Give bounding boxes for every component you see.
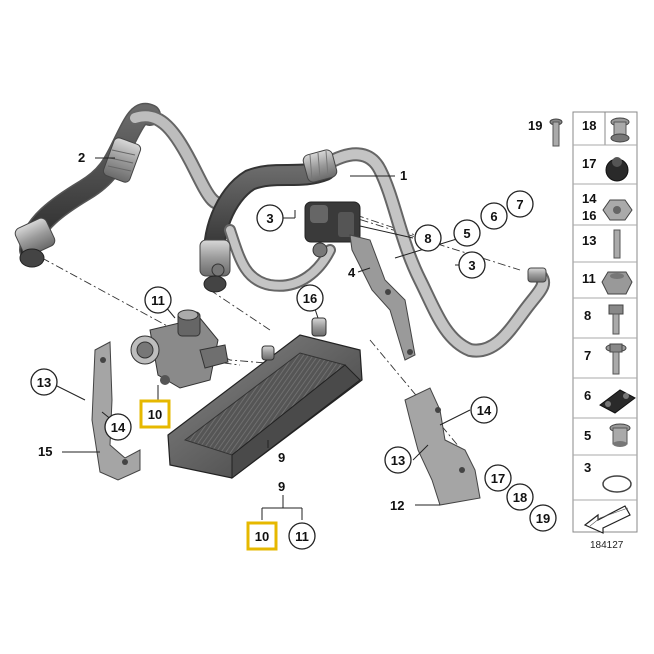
oil-cooler-9 [167, 317, 363, 480]
svg-text:13: 13 [391, 453, 405, 468]
svg-text:3: 3 [266, 211, 273, 226]
callout-17: 17 [484, 464, 512, 492]
highlight-box [246, 521, 278, 551]
svg-text:11: 11 [295, 529, 309, 544]
svg-text:14: 14 [477, 403, 492, 418]
svg-text:10: 10 [148, 407, 162, 422]
label-9-mid: 9 [278, 450, 285, 465]
bracket-12 [404, 387, 481, 506]
side-label-3: 3 [584, 460, 591, 475]
label-12: 12 [390, 498, 404, 513]
callout-14-right: 14 [470, 396, 498, 424]
callout-18: 18 [506, 483, 534, 511]
rubber-mount-icon [605, 157, 629, 182]
svg-text:11: 11 [151, 293, 165, 308]
stud-icon [613, 229, 621, 259]
connector-valve [304, 201, 361, 258]
label-1: 1 [400, 168, 407, 183]
svg-text:5: 5 [463, 226, 470, 241]
svg-text:13: 13 [37, 375, 51, 390]
side-label-8: 8 [584, 308, 591, 323]
bracket-4 [349, 234, 416, 361]
svg-text:10: 10 [255, 529, 269, 544]
side-label-19: 19 [528, 118, 542, 133]
svg-text:14: 14 [111, 420, 126, 435]
callout-3-right: 3 [458, 251, 486, 279]
callout-11-lower: 11 [288, 522, 316, 550]
bracket-15 [91, 341, 141, 481]
label-4: 4 [348, 265, 356, 280]
svg-text:3: 3 [468, 258, 475, 273]
callout-8: 8 [414, 224, 442, 252]
bolt-icon [549, 118, 563, 147]
direction-arrow-icon [583, 505, 631, 534]
svg-text:18: 18 [513, 490, 527, 505]
callout-19: 19 [529, 504, 557, 532]
side-label-6: 6 [584, 388, 591, 403]
callout-16: 16 [296, 284, 324, 312]
hose-2 [14, 102, 161, 268]
svg-text:6: 6 [490, 209, 497, 224]
callout-5: 5 [453, 219, 481, 247]
side-label-17: 17 [582, 156, 596, 171]
svg-text:19: 19 [536, 511, 550, 526]
callout-7: 7 [506, 190, 534, 218]
callout-10-lower-highlight: 10 [246, 521, 278, 551]
spacer-bushing-icon [609, 423, 631, 447]
o-ring-icon [602, 475, 632, 493]
hose-fittings [199, 149, 547, 293]
thermostat-valve [130, 309, 229, 389]
nut-icon [602, 199, 633, 221]
svg-text:17: 17 [491, 471, 505, 486]
svg-text:8: 8 [424, 231, 431, 246]
hose-clip-icon [599, 389, 636, 414]
callout-10-upper-highlight: 10 [139, 399, 171, 429]
collar-bolt-icon [605, 343, 627, 375]
svg-text:7: 7 [516, 197, 523, 212]
svg-text:16: 16 [303, 291, 317, 306]
side-label-11: 11 [582, 271, 596, 286]
label-9-group: 9 [278, 479, 285, 494]
rigid-pipe [128, 109, 237, 211]
callout-3-left: 3 [256, 204, 284, 232]
hex-nut-icon [601, 271, 633, 295]
callout-6: 6 [480, 202, 508, 230]
reference-number: 184127 [590, 540, 624, 551]
side-label-14: 14 [582, 191, 597, 206]
side-label-16: 16 [582, 208, 596, 223]
label-2: 2 [78, 150, 85, 165]
callout-13-left: 13 [30, 368, 58, 396]
hose-1 [203, 147, 551, 358]
callout-11-top: 11 [144, 286, 172, 314]
side-label-5: 5 [584, 428, 591, 443]
callout-13-right: 13 [384, 446, 412, 474]
callout-14-left: 14 [104, 413, 132, 441]
label-15: 15 [38, 444, 52, 459]
highlight-box [139, 399, 171, 429]
hex-bolt-icon [608, 304, 624, 335]
spacer-sleeve-icon [610, 117, 630, 143]
side-label-13: 13 [582, 233, 596, 248]
side-label-7: 7 [584, 348, 591, 363]
side-panel: 19 18 17 14 16 13 11 [528, 111, 638, 534]
side-label-18: 18 [582, 118, 596, 133]
